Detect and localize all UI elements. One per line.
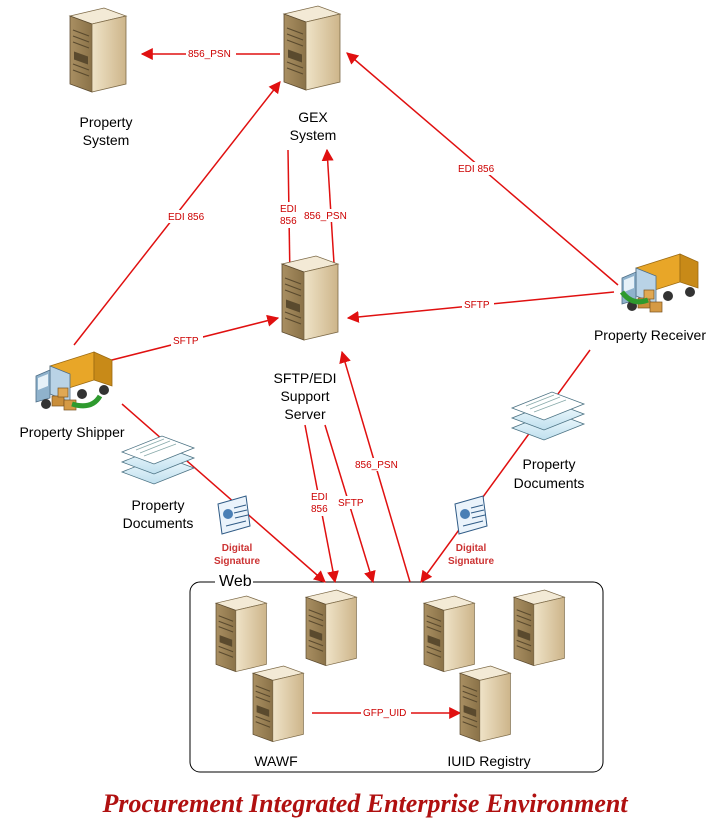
- receiver-documents-label-line1: Property: [523, 456, 576, 472]
- edge-label-gex-to-property-system: 856_PSN: [188, 49, 231, 60]
- sftp-edi-server-node: SFTP/EDI Support Server: [273, 255, 339, 422]
- edge-receiver-docs-to-web: [420, 349, 591, 583]
- server-tower-icon: [423, 595, 475, 673]
- edge-label-sftp-to-gex: 856_PSN: [304, 211, 347, 222]
- digital-signature-icon: [454, 495, 488, 535]
- shipper-documents-label-line1: Property: [132, 497, 185, 513]
- gex-system-node: GEX System: [283, 5, 341, 143]
- server-tower-icon: [305, 589, 357, 667]
- signature-right-label-line2: Signature: [448, 556, 495, 567]
- edge-label-gex-to-sftp-line2: 856: [280, 216, 297, 227]
- server-tower-icon: [252, 665, 304, 743]
- iuid-registry-node: IUID Registry: [447, 665, 531, 769]
- receiver-documents-label-line2: Documents: [514, 475, 585, 491]
- server-tower-icon: [69, 7, 127, 93]
- edge-label-sftp-to-web-edi-line1: EDI: [311, 492, 328, 503]
- web-group-label: Web: [219, 573, 252, 590]
- wawf-node: WAWF: [252, 665, 304, 769]
- shipper-documents-node: Property Documents: [121, 435, 195, 531]
- edge-label-shipper-to-gex: EDI 856: [168, 212, 205, 223]
- signature-right-label-line1: Digital: [456, 543, 487, 554]
- wawf-label: WAWF: [254, 753, 297, 769]
- iuid-registry-label: IUID Registry: [447, 753, 530, 769]
- edge-label-receiver-to-sftp: SFTP: [464, 300, 490, 311]
- server-tower-icon: [513, 589, 565, 667]
- document-stack-icon: [121, 435, 195, 485]
- sftp-server-label-line1: SFTP/EDI: [273, 370, 336, 386]
- server-tower-icon: [281, 255, 339, 341]
- gex-system-label-line2: System: [290, 127, 337, 143]
- property-system-label-line1: Property: [80, 114, 133, 130]
- edge-label-web-to-sftp: 856_PSN: [355, 460, 398, 471]
- sftp-server-label-line2: Support: [280, 388, 329, 404]
- digital-signature-icon: [217, 495, 251, 535]
- signature-left-label-line1: Digital: [222, 543, 253, 554]
- delivery-truck-icon: [35, 351, 113, 411]
- edge-label-sftp-to-web-edi-line2: 856: [311, 504, 328, 515]
- edge-shipper-docs-to-web: [121, 403, 326, 583]
- edge-label-sftp-to-web-sftp: SFTP: [338, 498, 364, 509]
- shipper-documents-label-line2: Documents: [123, 515, 194, 531]
- edge-label-receiver-to-gex: EDI 856: [458, 164, 495, 175]
- property-shipper-node: Property Shipper: [19, 351, 125, 440]
- diagram-title: Procurement Integrated Enterprise Enviro…: [101, 789, 628, 818]
- server-tower-icon: [459, 665, 511, 743]
- receiver-documents-node: Property Documents: [511, 391, 585, 491]
- sftp-server-label-line3: Server: [284, 406, 326, 422]
- gex-system-label-line1: GEX: [298, 109, 328, 125]
- property-system-label-line2: System: [83, 132, 130, 148]
- web-label-backdrop: [215, 573, 253, 589]
- edge-labels: 856_PSN EDI 856 EDI 856 EDI 856 856_PSN …: [166, 47, 500, 719]
- property-shipper-label: Property Shipper: [19, 424, 124, 440]
- property-receiver-node: Property Receiver: [594, 253, 706, 343]
- signature-left-label-line2: Signature: [214, 556, 261, 567]
- edge-label-shipper-to-sftp: SFTP: [173, 336, 199, 347]
- server-tower-icon: [215, 595, 267, 673]
- signature-right-node: Digital Signature: [448, 495, 495, 567]
- property-receiver-label: Property Receiver: [594, 327, 706, 343]
- server-tower-icon: [283, 5, 341, 91]
- green-arrow-icon: [71, 394, 103, 409]
- green-arrow-icon: [619, 290, 649, 305]
- edge-label-gex-to-sftp-line1: EDI: [280, 204, 297, 215]
- edge-label-wawf-to-iuid: GFP_UID: [363, 708, 406, 719]
- document-stack-icon: [511, 391, 585, 441]
- property-system-node: Property System: [69, 7, 133, 148]
- signature-left-node: Digital Signature: [214, 495, 261, 567]
